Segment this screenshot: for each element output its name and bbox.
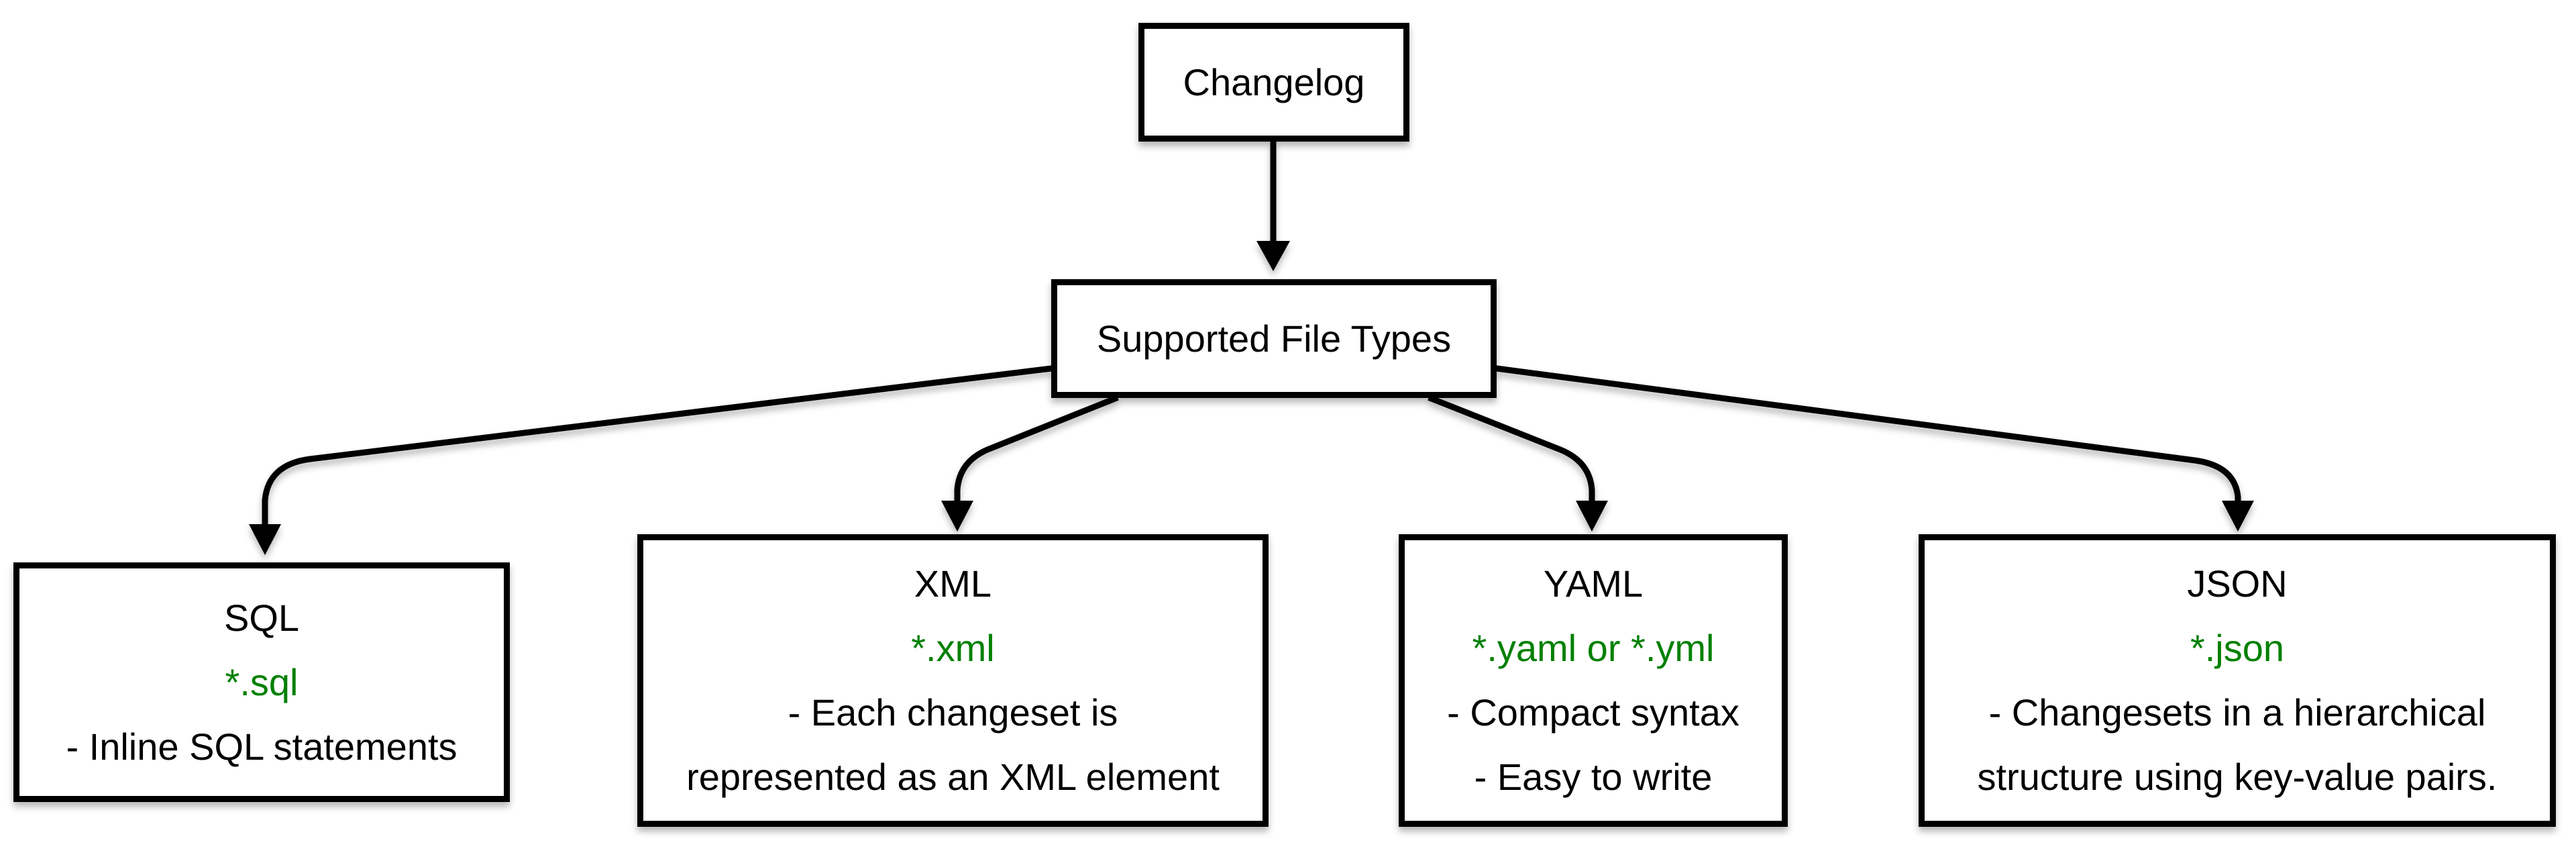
- node-yaml-description-line: - Easy to write: [1474, 756, 1713, 798]
- node-changelog: Changelog: [1138, 23, 1409, 142]
- node-json: JSON *.json - Changesets in a hierarchic…: [1919, 534, 2556, 827]
- node-json-description-line: structure using key-value pairs.: [1977, 756, 2498, 798]
- node-supported-file-types-label: Supported File Types: [1096, 317, 1452, 360]
- arrowhead-yaml: [1576, 501, 1608, 532]
- arrowhead-hub: [1256, 241, 1290, 271]
- node-sql-description-line: - Inline SQL statements: [66, 725, 458, 768]
- node-sql-title: SQL: [223, 596, 300, 639]
- edge-hub-to-sql: [262, 364, 1055, 528]
- arrowhead-xml: [941, 501, 973, 532]
- node-yaml-description-line: - Compact syntax: [1447, 691, 1739, 734]
- node-sql: SQL *.sql - Inline SQL statements: [13, 562, 510, 802]
- node-json-file-pattern: *.json: [2190, 627, 2285, 669]
- edge-hub-to-yaml: [1428, 395, 1595, 504]
- edge-hub-to-json: [1493, 364, 2241, 504]
- arrowhead-json: [2222, 501, 2254, 532]
- node-xml-title: XML: [914, 562, 992, 605]
- node-sql-file-pattern: *.sql: [225, 660, 299, 703]
- node-json-title: JSON: [2187, 562, 2288, 605]
- edge-hub-to-xml: [954, 395, 1119, 504]
- node-yaml: YAML *.yaml or *.yml - Compact syntax - …: [1399, 534, 1788, 827]
- node-xml-file-pattern: *.xml: [911, 627, 995, 669]
- node-changelog-label: Changelog: [1183, 60, 1365, 103]
- node-json-description-line: - Changesets in a hierarchical: [1988, 691, 2486, 734]
- arrowhead-sql: [249, 524, 281, 555]
- node-xml-description-line: - Each changeset is: [788, 691, 1118, 734]
- node-yaml-title: YAML: [1543, 562, 1644, 605]
- node-yaml-file-pattern: *.yaml or *.yml: [1472, 627, 1715, 669]
- node-xml-description-line: represented as an XML element: [686, 756, 1220, 798]
- node-supported-file-types: Supported File Types: [1051, 279, 1497, 398]
- node-xml: XML *.xml - Each changeset is represente…: [637, 534, 1269, 827]
